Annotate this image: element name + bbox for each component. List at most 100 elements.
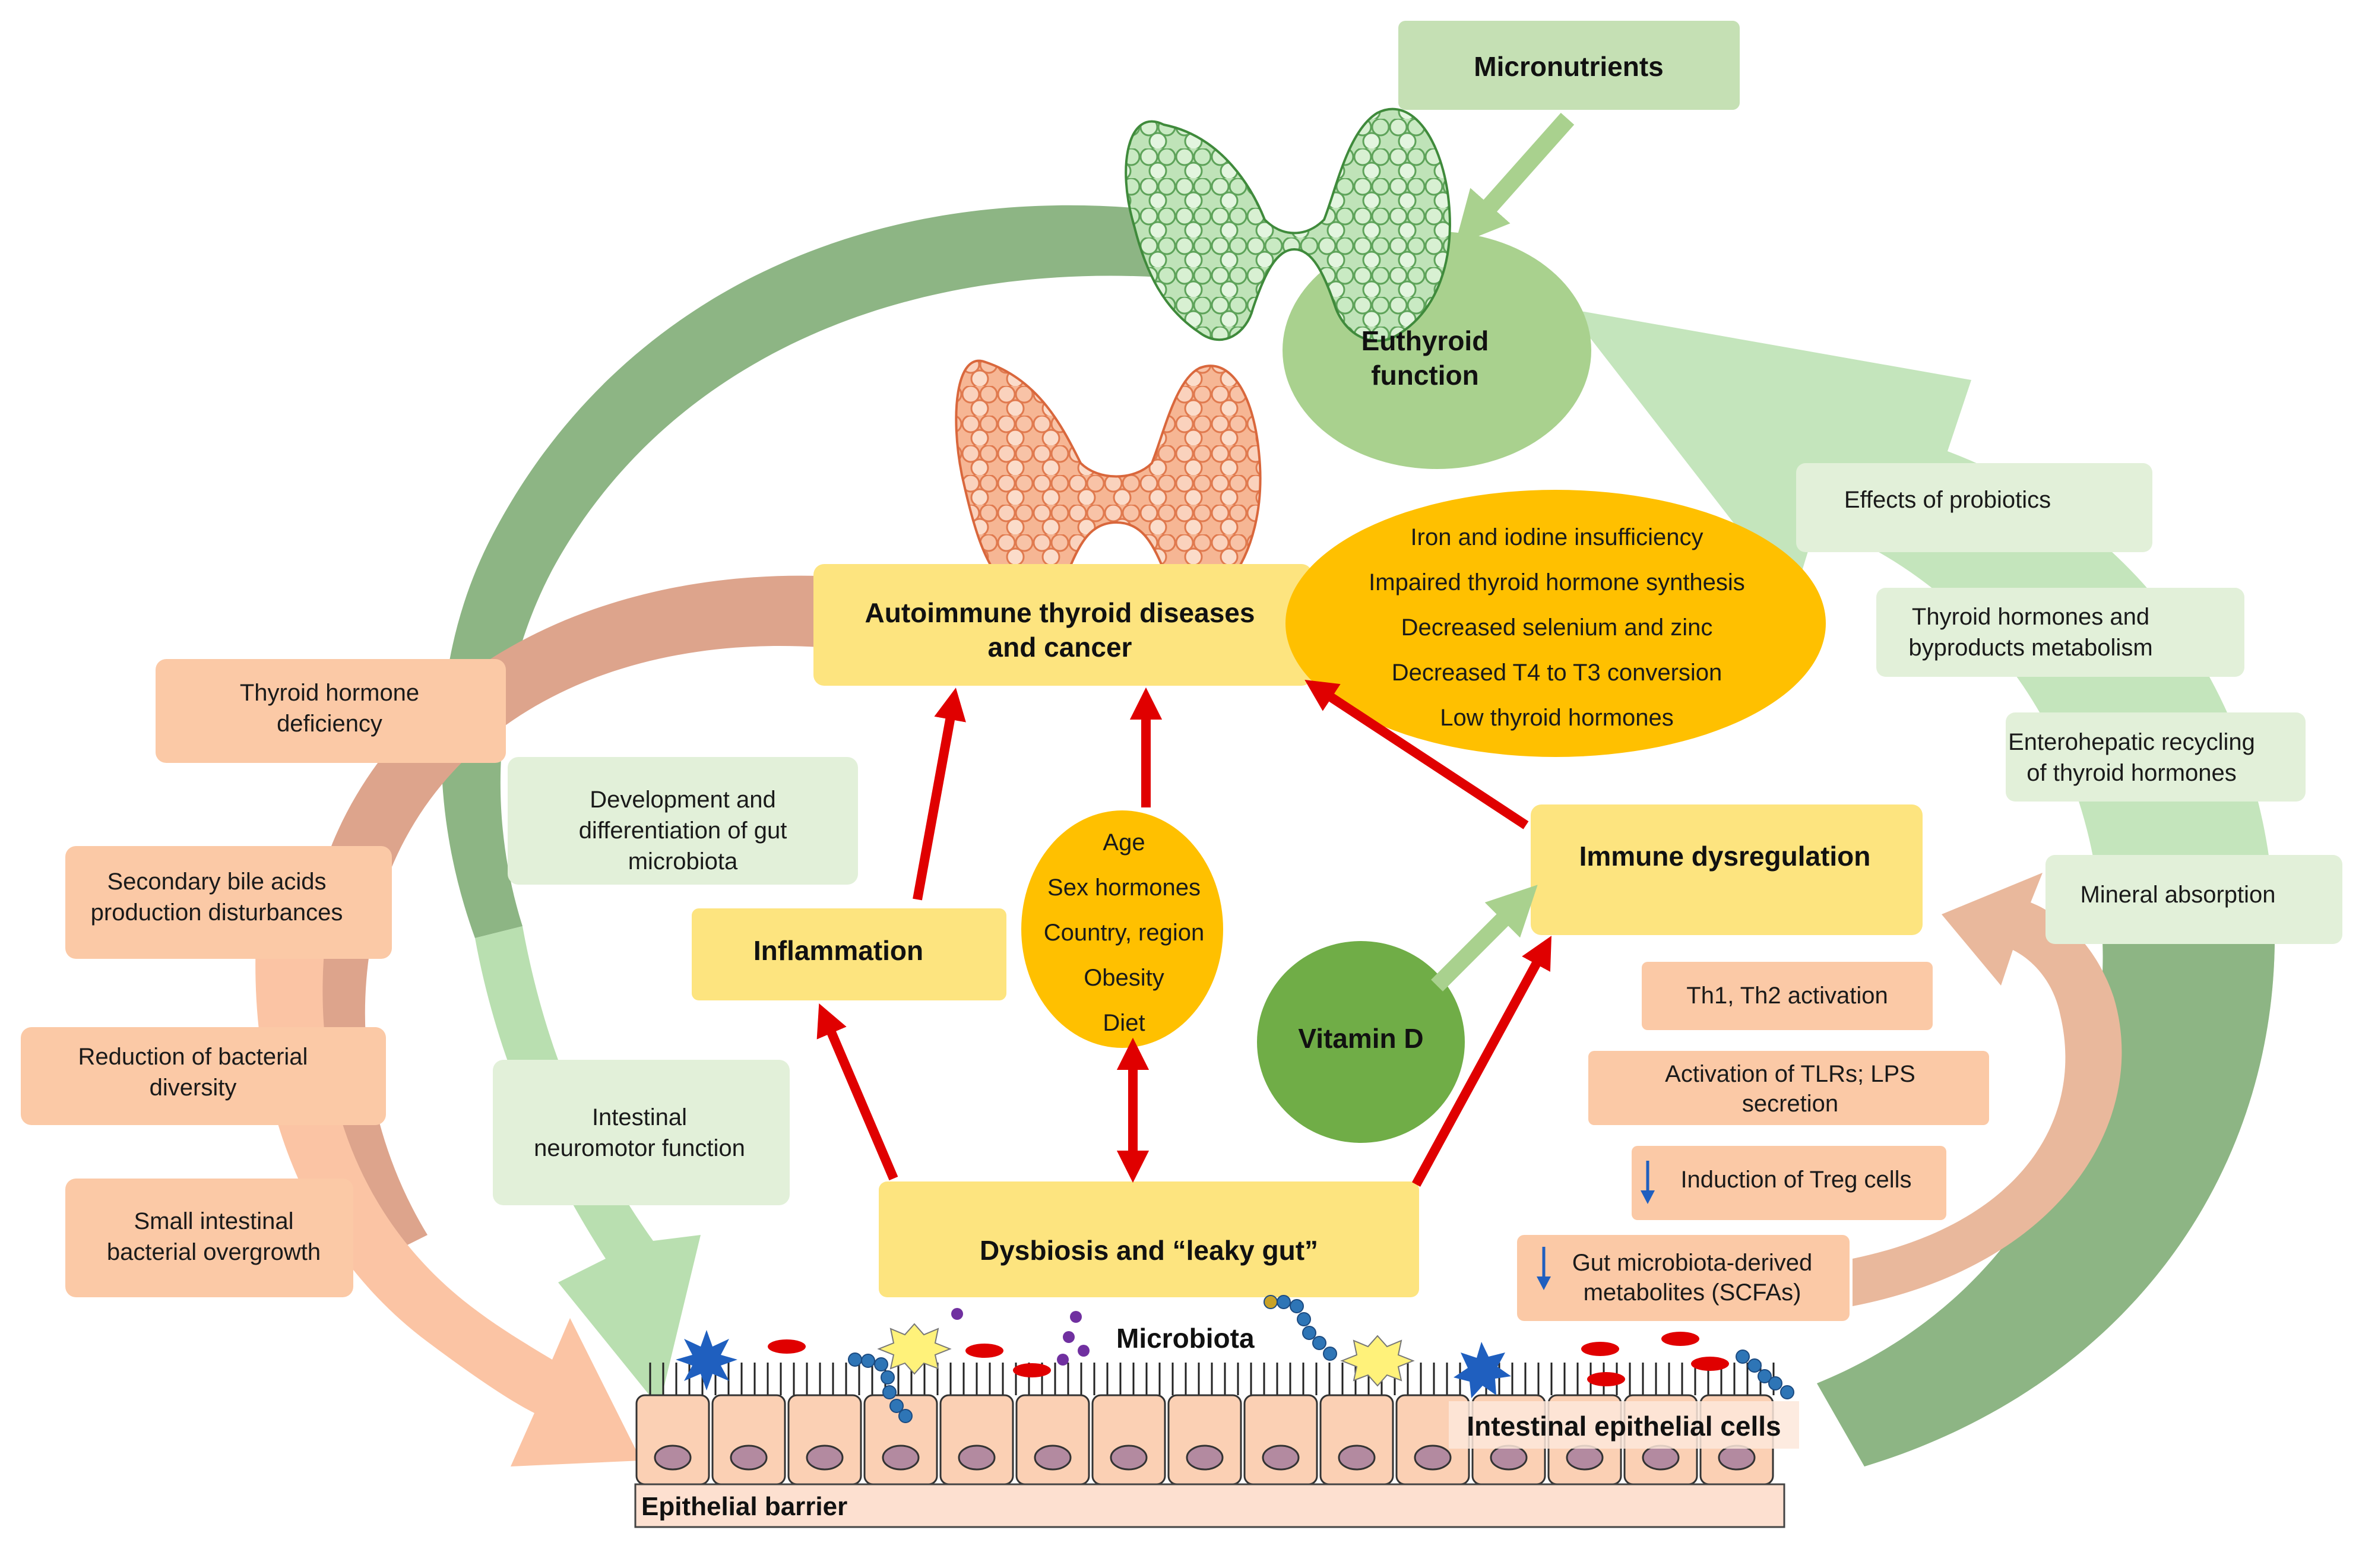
mineral-absorption-box [2045, 855, 2342, 944]
red-rod-microbe [768, 1339, 806, 1354]
vitamin-d-circle [1257, 941, 1465, 1143]
risk-factors-circle [1021, 810, 1223, 1048]
purple-cocci [1070, 1311, 1082, 1323]
cell-nucleus [1642, 1445, 1680, 1471]
gut-microbiota-development-box [508, 757, 858, 885]
epithelial-cell [1243, 1394, 1318, 1485]
cell-nucleus [1034, 1445, 1072, 1471]
cocci-bead [1264, 1295, 1278, 1309]
micronutrients-arrow [1455, 113, 1575, 246]
cell-nucleus [806, 1445, 844, 1471]
cocci-bead [848, 1352, 862, 1367]
epithelial-cell [1319, 1394, 1394, 1485]
micronutrients-label: Micronutrients [1474, 51, 1663, 82]
cell-nucleus [1262, 1445, 1300, 1471]
right-orange-4-line1: Gut microbiota-derived [1572, 1250, 1813, 1276]
vitamin-d-arrow [1431, 885, 1538, 992]
dysbiosis-label: Dysbiosis and “leaky gut” [980, 1235, 1318, 1266]
arrow-dysbiosis-to-immune [1411, 936, 1552, 1187]
thyroid-hormone-deficiency-box [156, 659, 506, 763]
cocci-bead [1312, 1336, 1326, 1350]
cell-nucleus [1718, 1445, 1756, 1471]
purple-cocci [1063, 1331, 1075, 1343]
effect-item-3: Decreased selenium and zinc [1401, 614, 1713, 641]
right-orange-4-line2: metabolites (SCFAs) [1584, 1279, 1801, 1306]
epithelial-barrier-label: Epithelial barrier [641, 1492, 847, 1521]
cocci-bead [874, 1357, 888, 1371]
left-green-1-line1: Development and [590, 787, 776, 813]
cell-nucleus [654, 1445, 692, 1471]
autoimmune-thyroid-box [813, 564, 1312, 686]
purple-cocci [1057, 1354, 1069, 1366]
left-orange-2-line1: Secondary bile acids [107, 869, 326, 895]
right-orange-3-line1: Induction of Treg cells [1680, 1167, 1911, 1193]
right-green-2-line1: Thyroid hormones and [1912, 604, 2149, 630]
cell-nucleus [958, 1445, 996, 1471]
euthyroid-label-line2: function [1371, 360, 1478, 391]
cocci-bead [1736, 1350, 1750, 1364]
neuromotor-function-box [493, 1060, 790, 1205]
cocci-bead [1758, 1369, 1772, 1383]
treg-induction-box [1632, 1146, 1946, 1220]
left-orange-1-line2: deficiency [277, 711, 382, 737]
right-green-3-line2: of thyroid hormones [2026, 760, 2237, 786]
cell-nucleus [1490, 1445, 1528, 1471]
probiotics-effects-box [1796, 463, 2152, 552]
right-green-2-line2: byproducts metabolism [1908, 635, 2152, 661]
left-green-2-line1: Intestinal [592, 1104, 687, 1130]
factor-obesity: Obesity [1084, 965, 1164, 991]
cocci-bead [1780, 1385, 1794, 1399]
bile-acids-box [65, 846, 392, 959]
epithelial-barrier-bar [634, 1483, 1785, 1528]
tlr-activation-box [1588, 1051, 1989, 1125]
right-orange-1-line1: Th1, Th2 activation [1686, 983, 1888, 1009]
cell-nucleus [1566, 1445, 1604, 1471]
left-orange-3-line2: diversity [150, 1075, 237, 1101]
red-rod-microbe [1581, 1342, 1619, 1356]
left-green-1-line3: microbiota [628, 848, 738, 875]
red-rod-microbe [1691, 1357, 1729, 1371]
left-green-2-line2: neuromotor function [534, 1135, 745, 1161]
cocci-bead [881, 1370, 895, 1385]
decrease-arrowhead-treg [1641, 1190, 1655, 1204]
euthyroid-label-line1: Euthyroid [1361, 325, 1489, 356]
epithelial-cell [711, 1394, 786, 1485]
inflammation-label: Inflammation [753, 935, 923, 966]
bacterial-overgrowth-box [65, 1179, 353, 1297]
right-orange-2-line2: secretion [1742, 1091, 1838, 1117]
cocci-bead [1297, 1312, 1311, 1326]
autoimmune-label-line2: and cancer [988, 632, 1132, 663]
epithelial-cells-label-bg [1449, 1401, 1799, 1449]
cell-nucleus [1186, 1445, 1224, 1471]
left-green-1-line2: differentiation of gut [579, 818, 787, 844]
cell-nucleus [1414, 1445, 1452, 1471]
bacterial-diversity-box [21, 1027, 386, 1125]
effect-item-4: Decreased T4 to T3 conversion [1392, 660, 1722, 686]
th1-th2-activation-box [1642, 962, 1933, 1030]
inflammation-box [692, 908, 1006, 1000]
epithelial-cell [1091, 1394, 1166, 1485]
factor-diet: Diet [1103, 1010, 1145, 1036]
epithelial-cell [939, 1394, 1014, 1485]
epithelial-cell [1167, 1394, 1242, 1485]
right-orange-2-line1: Activation of TLRs; LPS [1665, 1061, 1915, 1087]
purple-cocci [951, 1308, 963, 1320]
red-rod-microbe [1013, 1363, 1051, 1377]
cocci-bead [882, 1385, 897, 1399]
cocci-bead [1747, 1358, 1762, 1373]
cell-nucleus [882, 1445, 920, 1471]
immune-dysregulation-box [1531, 804, 1923, 935]
cocci-bead [1290, 1299, 1304, 1313]
blue-spiky-microbe-2 [1454, 1342, 1511, 1398]
yellow-spiky-microbe-1 [877, 1323, 952, 1375]
dysbiosis-leaky-gut-box [879, 1181, 1419, 1297]
enterohepatic-recycling-box [2006, 712, 2306, 802]
right-green-3-line1: Enterohepatic recycling [2008, 729, 2255, 755]
yellow-spiky-microbe-2 [1340, 1335, 1415, 1387]
epithelial-cell [1015, 1394, 1090, 1485]
cocci-bead [861, 1354, 875, 1368]
epithelial-cell [635, 1394, 710, 1485]
cocci-bead [1277, 1295, 1291, 1309]
microbes [676, 1295, 1794, 1423]
